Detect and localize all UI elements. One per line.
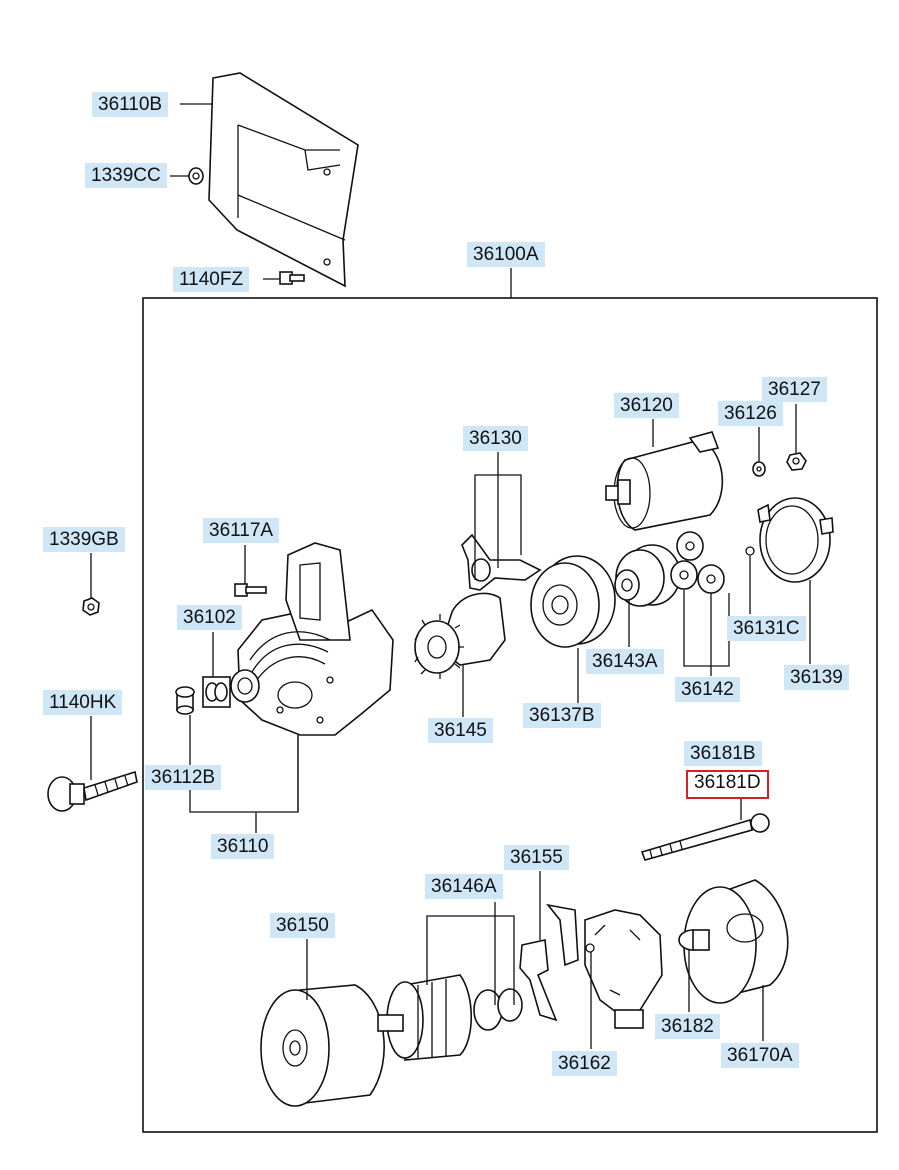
label-36127[interactable]: 36127 [762,377,827,402]
part-1140FZ-bolt [279,271,305,285]
part-36139-ring-gear [757,497,834,583]
label-1339CC[interactable]: 1339CC [85,163,167,188]
assembly-frame [142,297,878,1133]
label-36142[interactable]: 36142 [675,677,740,702]
part-36155-brush-holder [519,903,579,1022]
label-36146A[interactable]: 36146A [425,874,503,899]
label-36181D-selected[interactable]: 36181D [686,770,769,799]
part-36117A-bolt [234,583,267,597]
part-36137B-gear-housing [530,555,616,648]
label-36181B[interactable]: 36181B [684,741,762,766]
part-1339GB-nut [82,597,100,616]
part-36182-bushing [678,929,710,951]
label-36117A[interactable]: 36117A [203,518,280,543]
label-36162[interactable]: 36162 [552,1051,617,1076]
label-36139[interactable]: 36139 [784,665,849,690]
part-36110-housing [230,542,394,736]
part-1140HK-bolt [47,770,138,812]
part-36131C-clip [745,546,755,556]
part-36146A-armature [377,974,523,1061]
part-36102-box [202,676,231,708]
label-36170A[interactable]: 36170A [721,1043,799,1068]
part-36145-pinion [414,592,506,679]
label-36155[interactable]: 36155 [504,845,569,870]
label-36110B[interactable]: 36110B [92,92,169,117]
part-36143A-carrier [614,544,681,607]
label-36143A[interactable]: 36143A [586,649,664,674]
label-36120[interactable]: 36120 [614,393,679,418]
label-36137B[interactable]: 36137B [523,703,601,728]
part-36162-brush-plate [584,909,663,1029]
label-1140HK[interactable]: 1140HK [43,690,123,715]
label-36112B[interactable]: 36112B [145,765,222,790]
label-36150[interactable]: 36150 [270,913,335,938]
label-36182[interactable]: 36182 [655,1014,720,1039]
label-36145[interactable]: 36145 [428,718,493,743]
part-36110B-cover [208,72,359,288]
label-36110[interactable]: 36110 [211,834,275,859]
label-36130[interactable]: 36130 [463,426,528,451]
label-36131C[interactable]: 36131C [727,616,806,641]
label-36100A[interactable]: 36100A [467,242,545,267]
part-36126-nut [752,461,766,477]
label-1140FZ[interactable]: 1140FZ [173,267,250,292]
part-36127-nut [786,452,807,471]
part-36181-through-bolt [640,813,770,861]
part-36150-yoke [260,984,385,1107]
label-36126[interactable]: 36126 [718,401,783,426]
part-36142-planet-gears [670,531,725,594]
label-36102[interactable]: 36102 [177,605,242,630]
part-36112B-bushing [175,686,195,715]
part-36130-lever [461,533,542,591]
part-36120-solenoid [605,431,724,531]
part-1339CC-nut [188,167,204,185]
label-1339GB[interactable]: 1339GB [43,527,125,552]
